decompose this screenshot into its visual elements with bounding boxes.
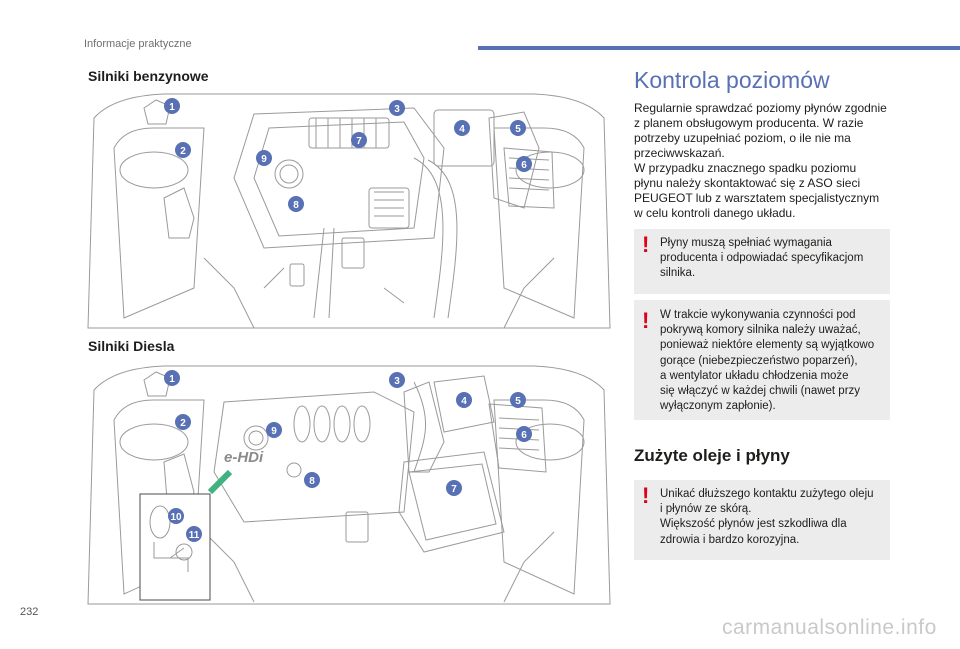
callout-diesel-1: 1 (169, 374, 175, 385)
diesel-engine-diagram: e-HDi 1 2 3 4 5 6 7 8 9 10 11 (87, 365, 611, 605)
page-number: 232 (20, 606, 39, 618)
warning-exclamation-icon: ! (642, 483, 650, 508)
callout-petrol-4: 4 (459, 124, 465, 135)
e-hdi-logo: e-HDi (224, 449, 264, 466)
callout-petrol-7: 7 (356, 136, 362, 147)
diesel-engines-title: Silniki Diesla (88, 338, 175, 354)
warning-text-specifications: Płyny muszą spełniać wymagania producent… (660, 237, 864, 280)
callout-petrol-3: 3 (394, 104, 400, 115)
callout-diesel-5: 5 (515, 396, 521, 407)
fluid-levels-title: Kontrola poziomów (634, 67, 830, 93)
petrol-engine-diagram: 1 2 3 4 5 6 7 8 9 (87, 93, 611, 329)
callout-diesel-11: 11 (189, 530, 200, 541)
used-fluids-title: Zużyte oleje i płyny (634, 446, 790, 465)
callout-diesel-6: 6 (521, 430, 527, 441)
watermark: carmanualsonline.info (722, 616, 937, 639)
callout-petrol-5: 5 (515, 124, 521, 135)
callout-petrol-8: 8 (293, 200, 299, 211)
warning-box-hot-engine (634, 300, 890, 420)
callout-diesel-2: 2 (180, 418, 186, 429)
warning-text-hot-engine: W trakcie wykonywania czynności pod pokr… (660, 309, 875, 413)
callout-petrol-9: 9 (261, 154, 267, 165)
callout-petrol-1: 1 (169, 102, 175, 113)
callout-petrol-6: 6 (521, 160, 527, 171)
callout-diesel-3: 3 (394, 376, 400, 387)
warning-text-used-fluids: Unikać dłuższego kontaktu zużytego oleju… (660, 488, 874, 546)
callout-petrol-2: 2 (180, 146, 186, 157)
warning-exclamation-icon: ! (642, 308, 650, 333)
fluid-levels-intro: Regularnie sprawdzać poziomy płynów zgod… (634, 101, 887, 220)
warning-box-specifications (634, 229, 890, 294)
header-bar (478, 46, 960, 50)
callout-diesel-8: 8 (309, 476, 315, 487)
running-header: Informacje praktyczne (84, 38, 192, 50)
callout-diesel-7: 7 (451, 484, 457, 495)
warning-exclamation-icon: ! (642, 232, 650, 257)
warning-box-used-fluids (634, 480, 890, 560)
callout-diesel-10: 10 (170, 512, 182, 523)
callout-diesel-4: 4 (461, 396, 467, 407)
callout-diesel-9: 9 (271, 426, 277, 437)
petrol-engines-title: Silniki benzynowe (88, 68, 209, 84)
